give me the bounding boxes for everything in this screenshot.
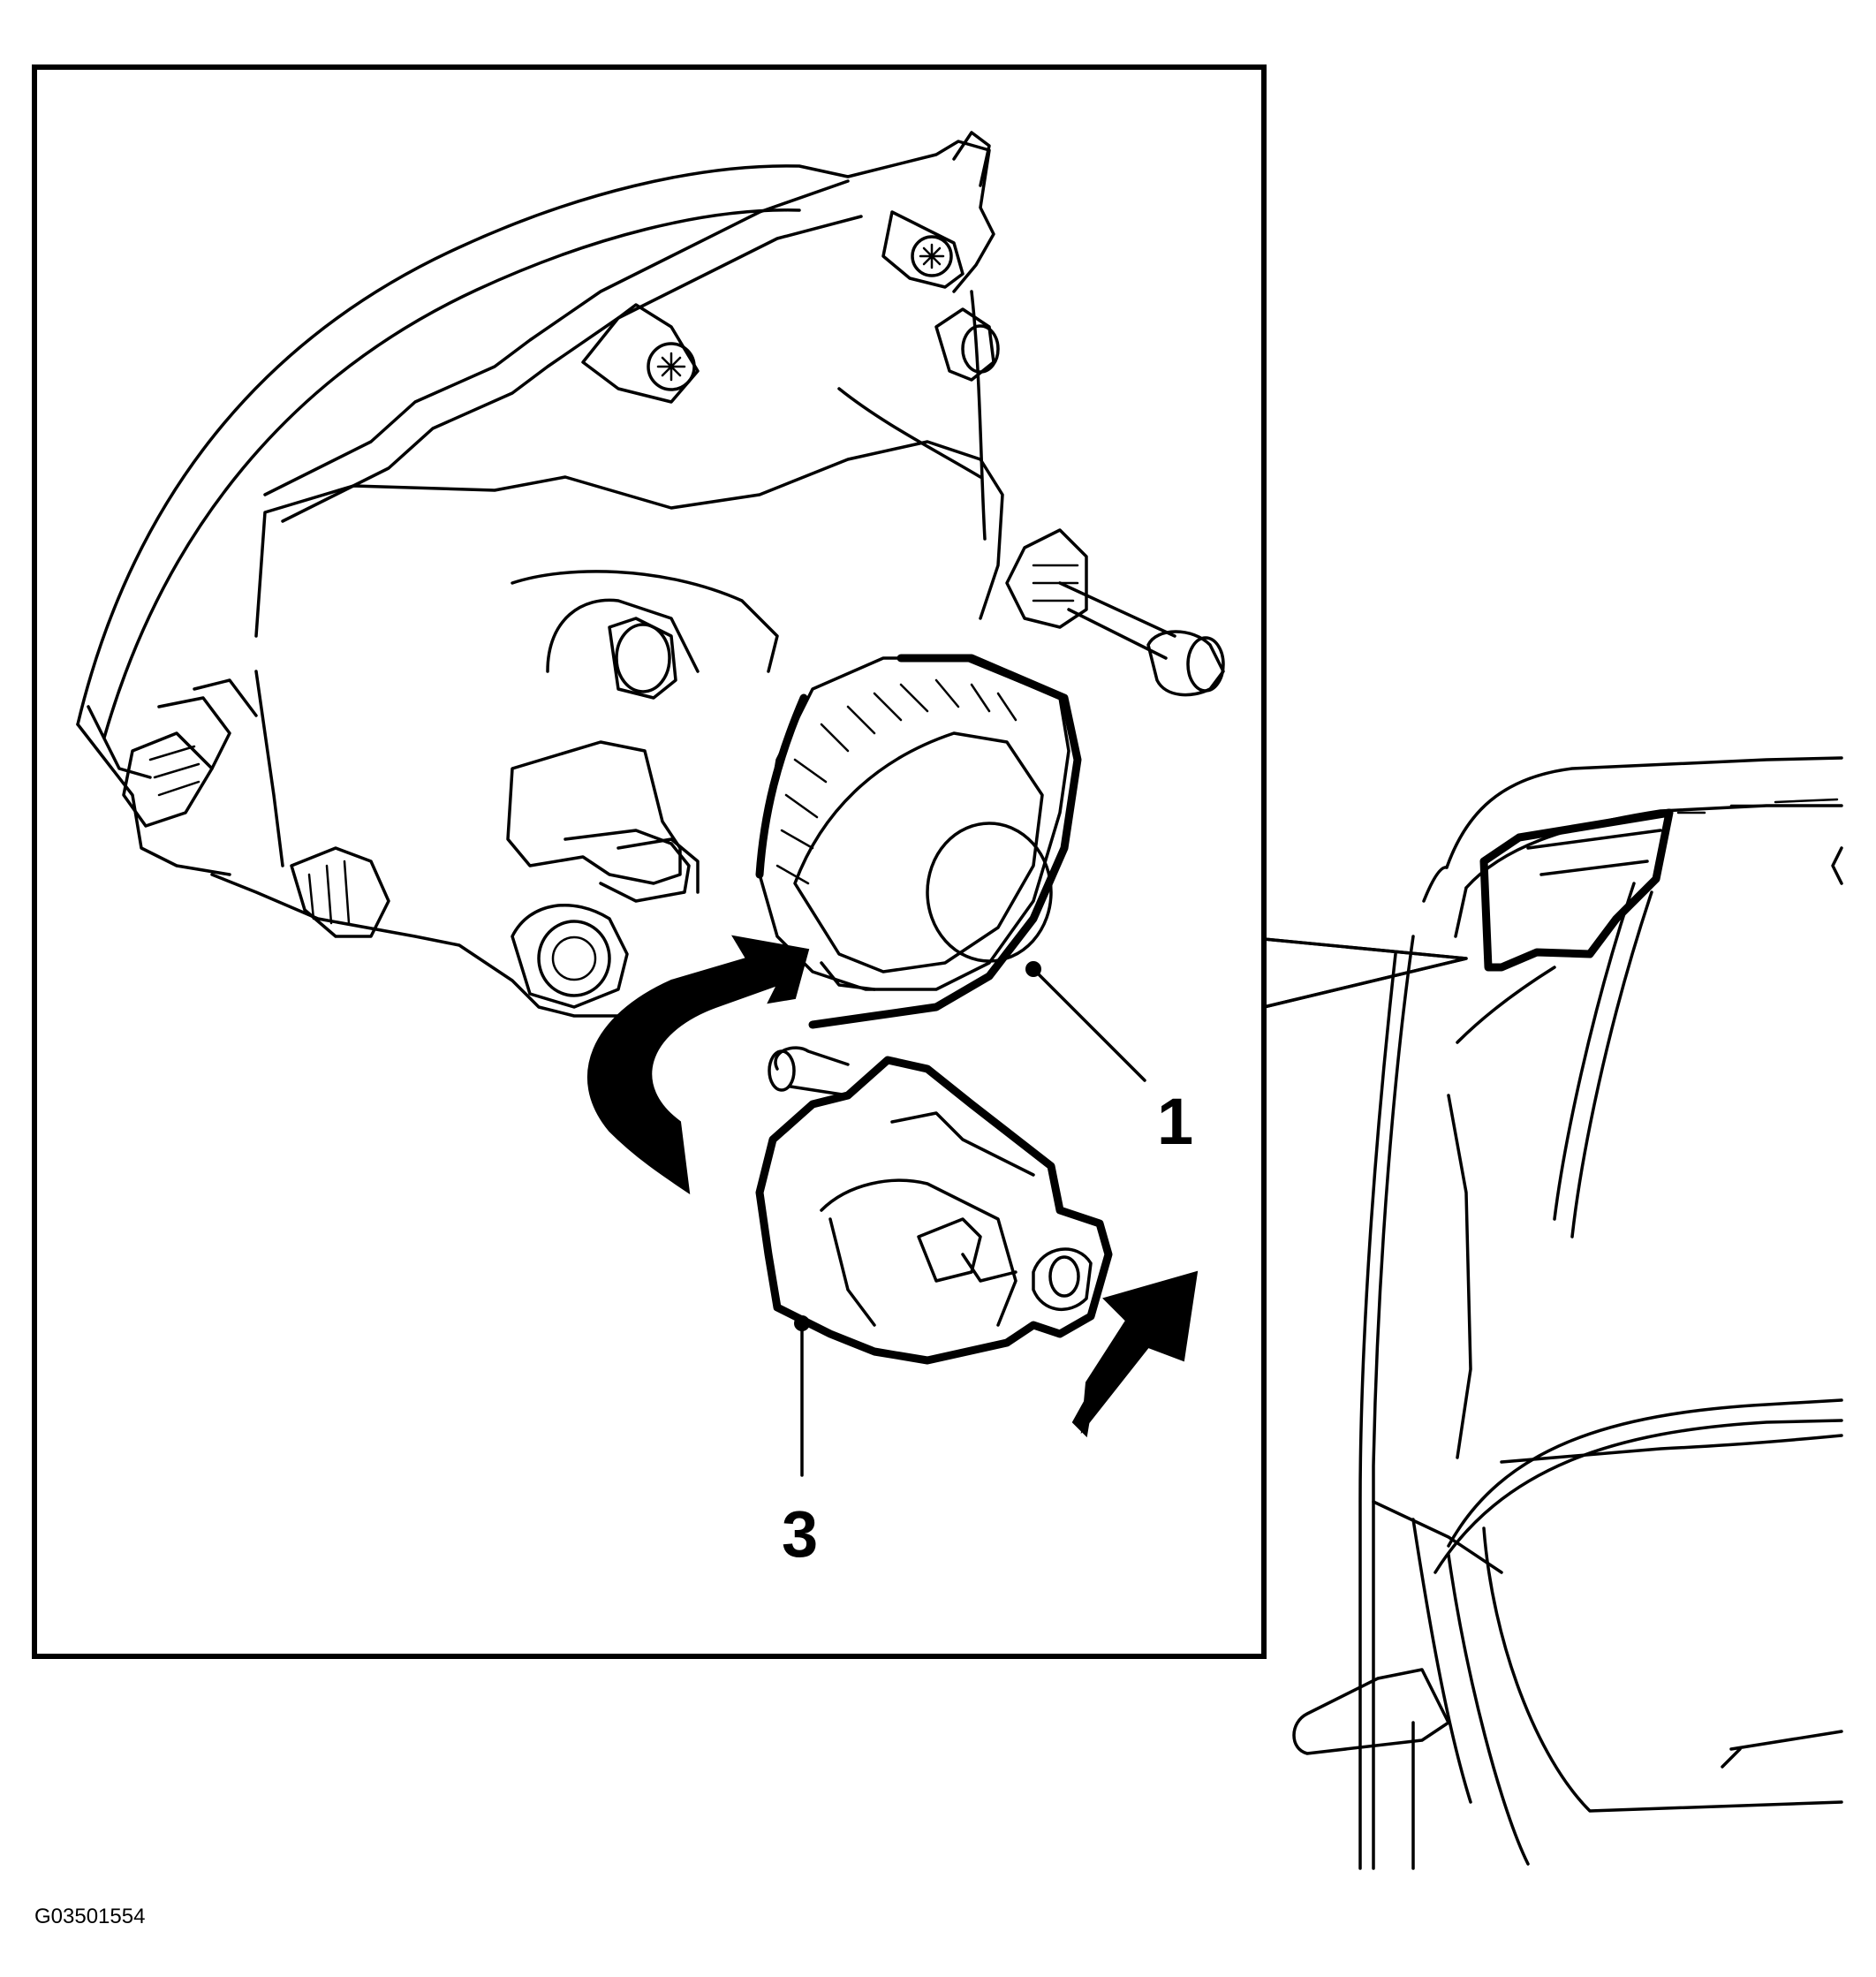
- headlamp-assembly: [76, 131, 1225, 1029]
- figure-id: G03501554: [34, 1905, 145, 1928]
- vehicle-front-view: [1292, 756, 1843, 1870]
- callout-number-1: 1: [1157, 1085, 1193, 1158]
- callout-3: 3: [782, 1315, 818, 1571]
- leveling-motor: [755, 1046, 1113, 1365]
- callout-1: 1: [1025, 961, 1193, 1158]
- detail-frame: [32, 64, 1267, 1659]
- curved-rotation-arrow-icon: [586, 935, 810, 1195]
- callout-number-3: 3: [782, 1497, 818, 1571]
- push-direction-arrow-icon: [1080, 1270, 1199, 1435]
